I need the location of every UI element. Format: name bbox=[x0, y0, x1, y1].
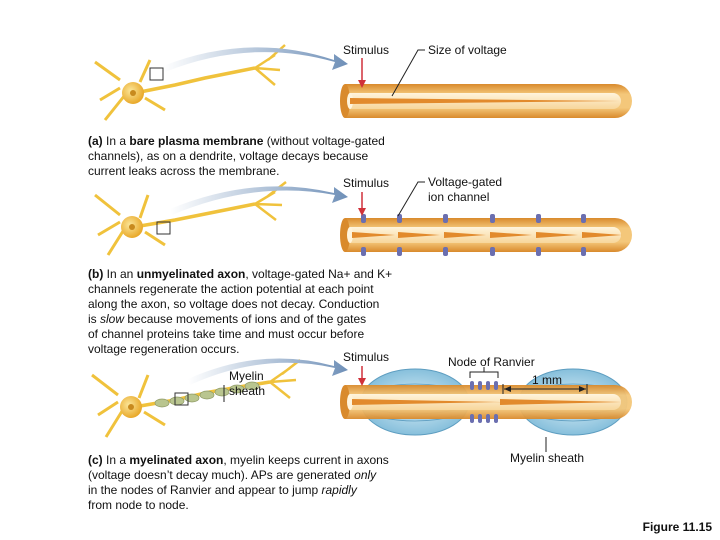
caption-b-line4-post: because movements of ions and of the gat… bbox=[124, 312, 367, 326]
node-channels bbox=[470, 381, 498, 423]
caption-c: (c) In a myelinated axon, myelin keeps c… bbox=[88, 453, 389, 513]
caption-b-line2: channels regenerate the action potential… bbox=[88, 282, 374, 296]
stimulus-label-c: Stimulus bbox=[343, 350, 390, 364]
channel-label-2: ion channel bbox=[428, 190, 490, 204]
caption-b-line5: of channel proteins take time and must o… bbox=[88, 327, 365, 341]
myelin-label-1: Myelin bbox=[229, 369, 264, 383]
caption-a-line1-post: (without voltage-gated bbox=[263, 134, 385, 148]
caption-c-letter: (c) bbox=[88, 453, 103, 467]
node-of-ranvier-label: Node of Ranvier bbox=[448, 355, 535, 369]
channel-label-1: Voltage-gated bbox=[428, 175, 503, 189]
caption-c-line2: (voltage doesn’t decay much). APs are ge… bbox=[88, 468, 355, 482]
caption-b: (b) In an unmyelinated axon, voltage-gat… bbox=[88, 267, 392, 357]
figure-label: Figure 11.15 bbox=[642, 520, 712, 534]
caption-b-line4-pre: is bbox=[88, 312, 100, 326]
node-bracket bbox=[469, 371, 499, 378]
myelinated-axon bbox=[340, 368, 632, 436]
unmyelinated-axon-tube bbox=[340, 218, 632, 252]
caption-c-line3-italic: rapidly bbox=[321, 483, 357, 497]
neuron-b bbox=[94, 181, 287, 256]
caption-a-pre: In a bbox=[102, 134, 130, 148]
zoom-box-b bbox=[156, 221, 171, 235]
caption-b-bold: unmyelinated axon bbox=[136, 267, 246, 281]
stimulus-label-b: Stimulus bbox=[343, 176, 390, 190]
caption-b-line3: along the axon, so voltage does not deca… bbox=[88, 297, 380, 311]
caption-a-line2: channels), as on a dendrite, voltage dec… bbox=[88, 149, 369, 163]
ion-channels bbox=[361, 214, 586, 256]
caption-c-bold: myelinated axon bbox=[129, 453, 224, 467]
caption-c-pre: In a bbox=[102, 453, 130, 467]
myelin-sheath-label: Myelin sheath bbox=[510, 451, 585, 465]
caption-b-line4-italic: slow bbox=[100, 312, 125, 326]
channel-leader bbox=[397, 181, 425, 217]
myelin-label-2: sheath bbox=[229, 384, 266, 398]
caption-a-bold: bare plasma membrane bbox=[129, 134, 264, 148]
voltage-size-label: Size of voltage bbox=[428, 43, 507, 57]
zoom-box-c bbox=[174, 392, 189, 406]
caption-b-pre: In an bbox=[103, 267, 137, 281]
caption-b-line1-post: , voltage-gated Na+ and K+ bbox=[245, 267, 393, 281]
caption-c-line4: from node to node. bbox=[88, 498, 189, 512]
caption-a-letter: (a) bbox=[88, 134, 103, 148]
voltage-leader bbox=[391, 49, 425, 97]
caption-c-line3-pre: in the nodes of Ranvier and appear to ju… bbox=[88, 483, 322, 497]
distance-label: 1 mm bbox=[532, 373, 562, 387]
zoom-arrow-c bbox=[188, 358, 348, 385]
neuron-a bbox=[94, 44, 286, 121]
zoom-arrow-b bbox=[170, 186, 348, 215]
caption-a: (a) In a bare plasma membrane (without v… bbox=[88, 134, 385, 179]
caption-c-line2-italic: only bbox=[354, 468, 377, 482]
bare-axon-tube bbox=[340, 84, 632, 118]
stimulus-label-a: Stimulus bbox=[343, 43, 390, 57]
caption-b-line6: voltage regeneration occurs. bbox=[88, 342, 240, 356]
zoom-arrow-a bbox=[163, 47, 348, 72]
caption-c-line1-post: , myelin keeps current in axons bbox=[223, 453, 389, 467]
caption-b-letter: (b) bbox=[88, 267, 104, 281]
caption-a-line3: current leaks across the membrane. bbox=[88, 164, 280, 178]
myelin-segments-small bbox=[154, 381, 260, 408]
zoom-box-a bbox=[149, 67, 164, 81]
